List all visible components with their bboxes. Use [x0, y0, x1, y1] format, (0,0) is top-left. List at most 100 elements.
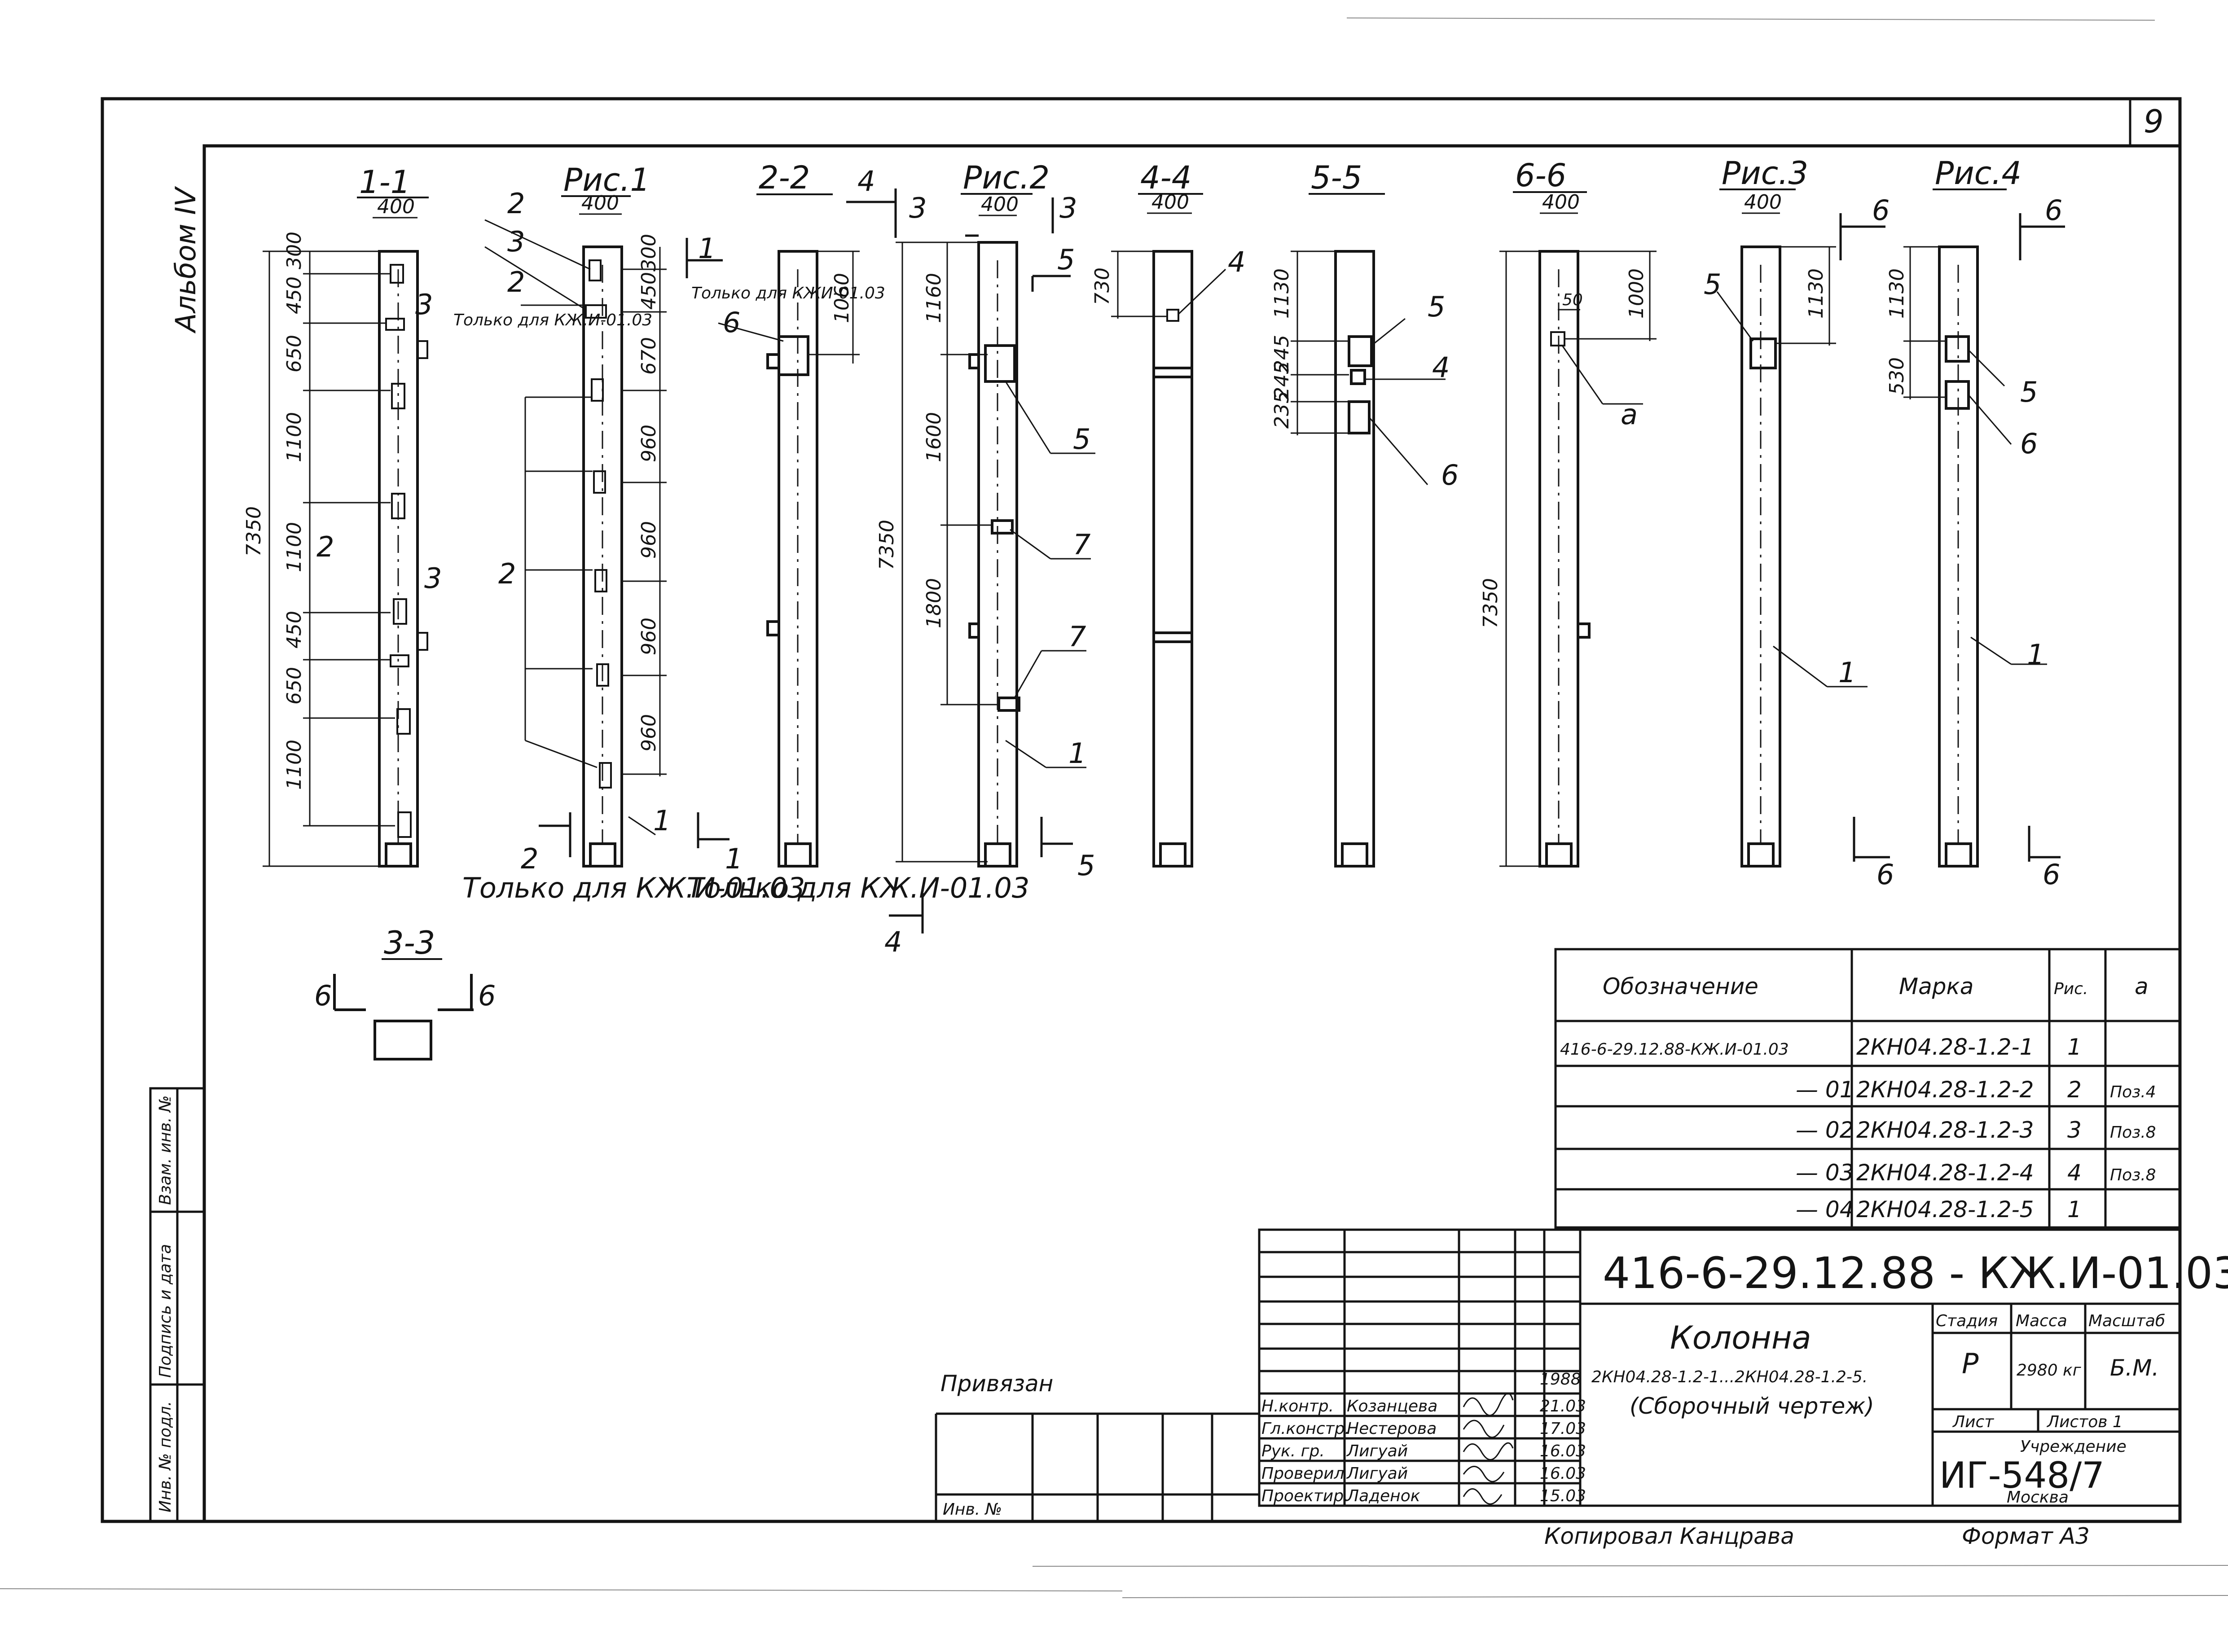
dim-pic1-g: 960	[637, 714, 660, 752]
callout-6-pic4: 6	[2020, 427, 2038, 460]
dim-pic3-width: 400	[1744, 191, 1782, 214]
dim-5-5-c: 245	[1270, 362, 1293, 399]
dim-pic1-width: 400	[581, 192, 619, 215]
column-pic2	[968, 241, 1020, 868]
spec-row5-fig: 1	[2067, 1196, 2082, 1223]
dim-pic1-f: 960	[637, 618, 660, 655]
spec-header-designation: Обозначение	[1603, 973, 1758, 999]
spec-row4-a: Поз.8	[2110, 1166, 2156, 1184]
callout-6-2-2: 6	[723, 306, 740, 339]
dim-6-6-total: 7350	[1479, 578, 1502, 628]
title-code: 416-6-29.12.88 - КЖ.И-01.03 СБ	[1603, 1248, 2228, 1298]
section-marks-bottom-1	[539, 812, 729, 857]
section-label-5-top: 5	[1057, 243, 1075, 276]
section-marks-pic2	[846, 188, 1073, 933]
callout-1-pic4: 1	[2027, 638, 2044, 671]
dim-1-1-d: 1100	[283, 412, 306, 462]
callout-5-5-5: 5	[1428, 290, 1445, 323]
note-only-for-d: Только для КЖИ-01.03	[691, 284, 885, 302]
dim-1-1-h: 1100	[283, 740, 306, 790]
staff3-role: Рук. гр.	[1261, 1442, 1325, 1460]
spec-row2-mark: 2КН04.28-1.2-2	[1856, 1077, 2034, 1103]
inserts-pic1	[585, 259, 612, 789]
spec-header-mark: Марка	[1899, 973, 1973, 999]
view-1-1-title: 1-1	[359, 164, 410, 201]
dim-4-4-a: 730	[1091, 267, 1114, 305]
dim-1-1-a: 300	[283, 232, 306, 269]
view-4-4-title: 4-4	[1140, 159, 1191, 196]
column-5-5	[1334, 250, 1375, 868]
note-only-for-a: Только для КЖ.И-01.03	[453, 311, 652, 329]
section-label-5-bottom: 5	[1077, 849, 1095, 882]
dim-6-6-width: 400	[1542, 191, 1580, 214]
view-pic1-title: Рис.1	[563, 162, 650, 198]
callout-1-pic3: 1	[1838, 656, 1856, 689]
callout-7-pic2a: 7	[1073, 528, 1090, 561]
dim-lines-pic4	[1903, 246, 2047, 665]
section-label-6-pic3-bottom: 6	[1876, 858, 1894, 891]
callout-3-1-1b: 3	[424, 562, 442, 595]
staff5-name: Ладенок	[1346, 1487, 1420, 1505]
format-label: Формат А3	[1962, 1523, 2090, 1549]
dim-5-5-b: 245	[1270, 335, 1293, 372]
view-6-6-title: 6-6	[1515, 157, 1566, 194]
callout-7-pic2b: 7	[1068, 620, 1086, 653]
callout-a-6-6: а	[1621, 398, 1638, 431]
dim-6-6-b: 50	[1562, 291, 1583, 309]
callout-2-1-1: 2	[316, 530, 334, 563]
view-pic2-title: Рис.2	[963, 159, 1050, 196]
dim-pic1-b: 300	[637, 234, 660, 272]
section-marks-pic3	[1839, 213, 1890, 862]
section-3-3-label-right: 6	[478, 979, 496, 1012]
staff1-date: 21.03	[1540, 1397, 1586, 1415]
dim-pic2-width: 400	[981, 193, 1019, 216]
spec-row3-fig: 3	[2067, 1117, 2082, 1143]
dim-pic2-total: 7350	[875, 520, 898, 570]
dim-lines-2-2	[718, 250, 860, 364]
dim-1-1-c: 650	[283, 335, 306, 372]
section-label-6-pic4-top: 6	[2045, 194, 2062, 227]
dim-1-1-e: 1100	[283, 522, 306, 572]
title-name: Колонна	[1670, 1319, 1811, 1356]
section-label-4-bottom: 4	[884, 925, 902, 958]
spec-row2-designation: — 01	[1796, 1077, 1854, 1103]
section-label-6-pic4-bottom: 6	[2043, 858, 2060, 891]
title-range: 2КН04.28-1.2-1...2КН04.28-1.2-5.	[1591, 1368, 1868, 1386]
spec-row4-fig: 4	[2067, 1160, 2082, 1186]
title-year: 1988	[1540, 1370, 1581, 1389]
dim-pic1-c: 670	[637, 337, 660, 375]
inserts-1-1	[385, 264, 428, 838]
view-2-2-title: 2-2	[759, 159, 810, 196]
inv-no-label: Инв. №	[943, 1500, 1002, 1519]
stamp-podpis: Подпись и дата	[156, 1244, 175, 1378]
scan-marks	[0, 18, 2228, 1598]
dim-5-5-a: 1130	[1270, 268, 1293, 319]
staff1-role: Н.контр.	[1261, 1397, 1334, 1415]
privyazan-label: Привязан	[940, 1371, 1053, 1397]
org-value: ИГ-548/7	[1939, 1455, 2105, 1496]
stamp-inv-podl: Инв. № подл.	[156, 1401, 175, 1512]
section-label-1: 1	[725, 842, 743, 875]
column-1-1	[378, 250, 419, 868]
dim-pic2-a: 1160	[923, 273, 945, 323]
column-pic1	[582, 245, 623, 868]
column-4-4	[1152, 250, 1193, 868]
dim-4-4-width: 400	[1151, 191, 1189, 214]
dim-pic1-d: 960	[637, 425, 660, 462]
dim-1-1-g: 650	[283, 667, 306, 705]
spec-row3-a: Поз.8	[2110, 1123, 2156, 1142]
outer-frame	[101, 97, 2182, 1523]
staff3-date: 16.03	[1540, 1442, 1586, 1460]
staff3-name: Лигуай	[1346, 1442, 1408, 1460]
callout-4-4-4: 4	[1228, 245, 1245, 278]
spec-row1-fig: 1	[2067, 1034, 2082, 1060]
spec-row4-designation: — 03	[1796, 1160, 1854, 1186]
org-label: Учреждение	[2020, 1437, 2127, 1456]
stage-value: Р	[1962, 1347, 1979, 1380]
dim-5-5-d: 235	[1270, 391, 1293, 429]
staff5-role: Проектир.	[1261, 1487, 1349, 1505]
spec-row1-mark: 2КН04.28-1.2-1	[1856, 1034, 2034, 1060]
dim-1-1-width: 400	[377, 195, 415, 218]
dim-lines-6-6	[1499, 212, 1657, 867]
